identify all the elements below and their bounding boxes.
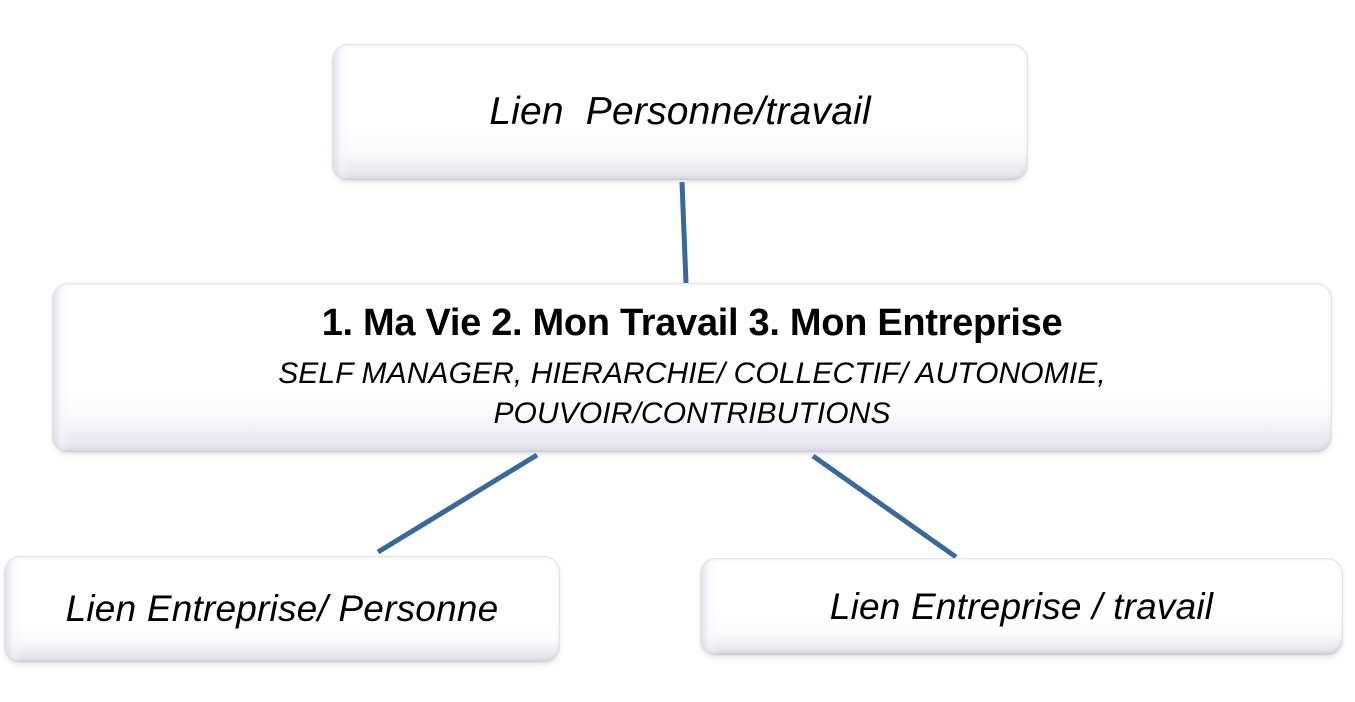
node-middle-title: 1. Ma Vie 2. Mon Travail 3. Mon Entrepri… (321, 301, 1063, 344)
node-lien-entreprise-travail[interactable]: Lien Entreprise / travail (700, 558, 1343, 656)
node-ma-vie-mon-travail-mon-entreprise[interactable]: 1. Ma Vie 2. Mon Travail 3. Mon Entrepri… (52, 283, 1332, 453)
connector-middle-to-bottom-right (811, 453, 958, 560)
node-top-label: Lien Personne/travail (489, 90, 871, 134)
node-lien-entreprise-personne[interactable]: Lien Entreprise/ Personne (4, 556, 560, 663)
connector-middle-to-bottom-left (376, 452, 539, 555)
node-lien-personne-travail[interactable]: Lien Personne/travail (332, 44, 1028, 181)
node-bottom-right-label: Lien Entreprise / travail (829, 585, 1214, 627)
node-bottom-left-label: Lien Entreprise/ Personne (65, 588, 499, 630)
connector-top-to-middle (679, 181, 689, 284)
node-middle-subtitle: SELF MANAGER, HIERARCHIE/ COLLECTIF/ AUT… (278, 357, 1106, 430)
